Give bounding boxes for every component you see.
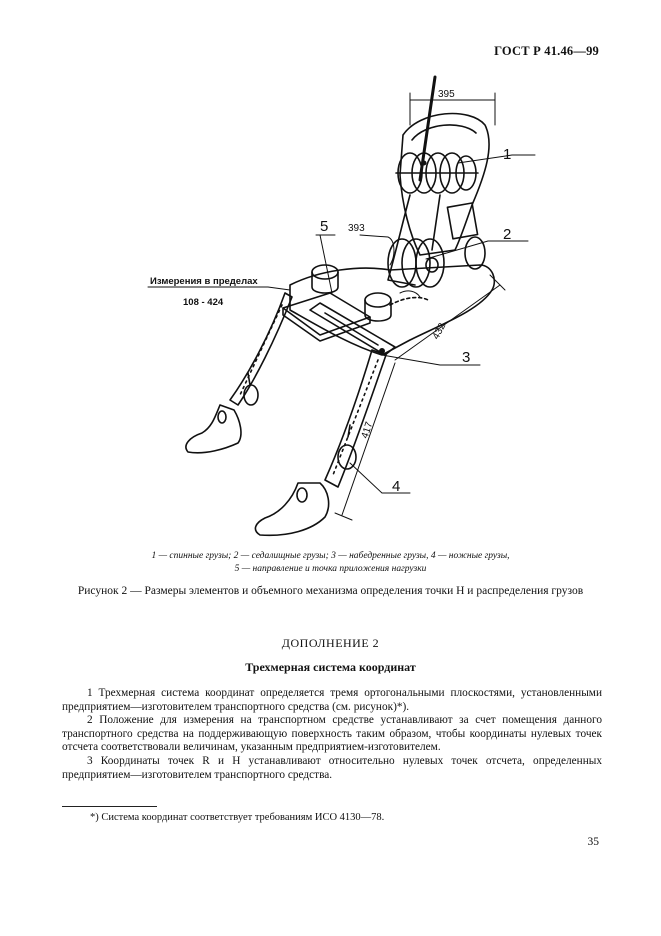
dim-leg-label: 417 <box>360 420 376 440</box>
legend-line-2: 5 — направление и точка приложения нагру… <box>234 564 427 574</box>
appendix-title: ДОПОЛНЕНИЕ 2 <box>281 636 380 650</box>
appendix-body: 1 Трехмерная система координат определяе… <box>62 687 602 782</box>
thigh-weights <box>311 264 392 322</box>
dim-mid-label: 393 <box>348 223 365 234</box>
figure-legend: 1 — спинные грузы; 2 — седалищные грузы;… <box>100 550 561 576</box>
measure-caption-line1: Измерения в пределах <box>150 276 258 287</box>
callout-1: 1 <box>503 146 511 163</box>
page-number: 35 <box>587 836 600 848</box>
callout-3: 3 <box>462 349 470 366</box>
callout-2: 2 <box>503 226 511 243</box>
footnote: *) Система координат соответствует требо… <box>90 812 385 823</box>
measure-leader <box>147 286 291 291</box>
footnote-divider <box>62 806 157 807</box>
left-foot <box>185 404 242 454</box>
seat-weights <box>387 236 486 288</box>
back-weights <box>395 152 479 194</box>
appendix-subtitle: Трехмерная система координат <box>245 660 416 674</box>
figure-caption: Рисунок 2 — Размеры элементов и объемног… <box>77 585 584 597</box>
right-leg <box>324 349 387 488</box>
page-header-standard-code: ГОСТ Р 41.46—99 <box>494 44 599 58</box>
dim-top-line <box>409 92 496 126</box>
callout-4: 4 <box>392 478 400 495</box>
legend-line-1: 1 — спинные грузы; 2 — седалищные грузы;… <box>151 551 510 561</box>
callout-5: 5 <box>320 218 328 235</box>
seat-pan <box>289 264 496 356</box>
paragraph-1: 1 Трехмерная система координат определяе… <box>62 687 602 713</box>
right-foot <box>254 482 330 537</box>
paragraph-3: 3 Координаты точек R и H устанавливают о… <box>62 754 602 781</box>
h-point-machine-drawing: 395 393 4 3 2 417 Измерения в пределах 108… <box>147 75 536 537</box>
dim-mid-line <box>359 234 395 266</box>
paragraph-2: 2 Положение для измерения на транспортно… <box>62 714 602 754</box>
dim-thigh-line <box>394 284 501 361</box>
thigh-bar <box>309 302 396 356</box>
dim-top-label: 395 <box>438 89 455 100</box>
measure-caption-line2: 108 - 424 <box>183 297 224 308</box>
h-point-machine-figure: 395 393 4 3 2 417 Измерения в пределах 108… <box>120 65 540 550</box>
dim-leg-line <box>341 362 396 516</box>
